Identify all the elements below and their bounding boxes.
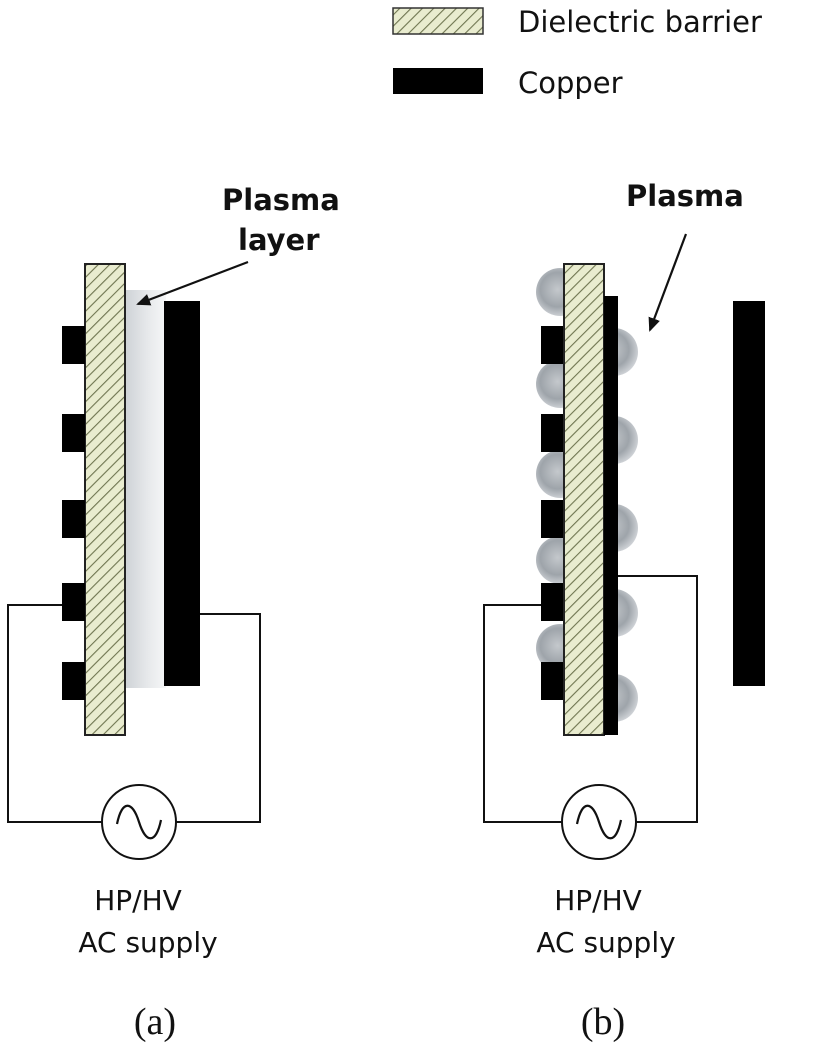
panel-a-electrode-3 bbox=[62, 500, 85, 538]
panel-b-wire-right bbox=[618, 575, 698, 823]
sine-wave-icon bbox=[115, 804, 163, 840]
panel-b-electrode-4 bbox=[541, 583, 564, 621]
arrow-icon bbox=[136, 260, 249, 306]
panel-b-outer-copper-plate bbox=[733, 301, 765, 686]
panel-b-ac-source bbox=[561, 784, 637, 860]
panel-a-supply-line1: HP/HV bbox=[94, 884, 182, 917]
panel-b-annotation: Plasma bbox=[626, 179, 744, 213]
panel-b-caption: (b) bbox=[581, 1001, 625, 1043]
panel-b-electrode-1 bbox=[541, 326, 564, 364]
panel-b-electrode-3 bbox=[541, 500, 564, 538]
panel-a-electrode-5 bbox=[62, 662, 85, 700]
legend-copper-swatch bbox=[393, 68, 483, 94]
panel-a-ac-source bbox=[101, 784, 177, 860]
panel-a-electrode-2 bbox=[62, 414, 85, 452]
panel-a-wire-left bbox=[7, 604, 102, 823]
panel-b-supply-line2: AC supply bbox=[536, 926, 675, 959]
panel-a: Plasma layer HP/HV AC supply (a) bbox=[7, 183, 340, 1043]
panel-b-supply-line1: HP/HV bbox=[554, 884, 642, 917]
panel-a-wire-right bbox=[176, 613, 261, 823]
panel-b-electrode-5 bbox=[541, 662, 564, 700]
panel-a-supply-line2: AC supply bbox=[78, 926, 217, 959]
panel-b-electrode-2 bbox=[541, 414, 564, 452]
panel-a-electrode-4 bbox=[62, 583, 85, 621]
panel-b-dielectric-barrier bbox=[563, 263, 605, 736]
panel-b: Plasma HP/HV AC supply (b) bbox=[483, 179, 765, 1043]
panel-b-inner-copper-strip bbox=[604, 296, 618, 735]
legend: Dielectric barrier Copper bbox=[392, 5, 762, 100]
legend-copper-label: Copper bbox=[518, 66, 623, 100]
panel-a-caption: (a) bbox=[134, 1001, 176, 1043]
sine-wave-icon bbox=[575, 804, 623, 840]
legend-dielectric-swatch bbox=[392, 7, 484, 35]
panel-a-annotation-line2: layer bbox=[238, 223, 320, 257]
panel-a-plasma-layer bbox=[126, 290, 166, 688]
panel-b-wire-left bbox=[483, 604, 562, 823]
arrow-icon bbox=[648, 233, 688, 332]
panel-a-dielectric-barrier bbox=[84, 263, 126, 736]
legend-dielectric-label: Dielectric barrier bbox=[518, 5, 762, 39]
panel-a-electrode-1 bbox=[62, 326, 85, 364]
panel-a-annotation-line1: Plasma bbox=[222, 183, 340, 217]
panel-a-ground-electrode bbox=[164, 301, 200, 686]
